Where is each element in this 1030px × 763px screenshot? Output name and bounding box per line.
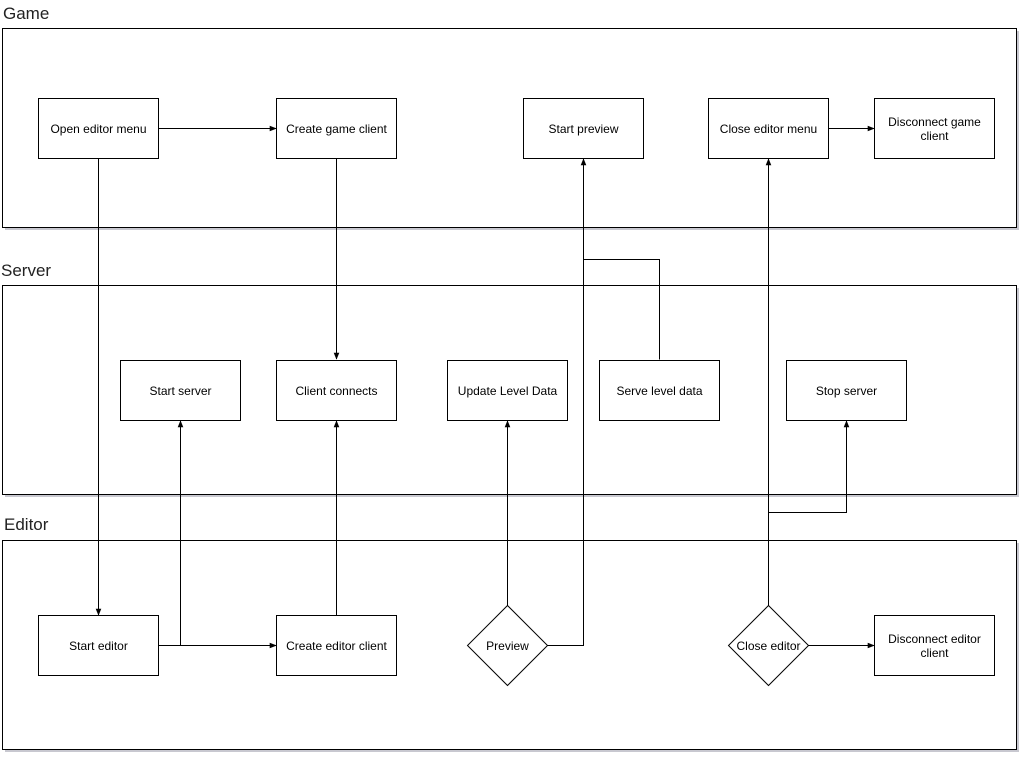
node-label: Stop server <box>816 384 877 398</box>
node-label: Close editor menu <box>720 122 817 136</box>
node-label: Start preview <box>548 122 618 136</box>
node-update-level-data[interactable]: Update Level Data <box>447 360 568 421</box>
node-label: Client connects <box>295 384 377 398</box>
node-label: Start server <box>149 384 211 398</box>
node-label: Create game client <box>286 122 387 136</box>
node-start-editor[interactable]: Start editor <box>38 615 159 676</box>
lane-title-game: Game <box>3 4 49 23</box>
node-label: Open editor menu <box>50 122 146 136</box>
node-label-line-2: client <box>920 129 949 143</box>
node-create-game-client[interactable]: Create game client <box>276 98 397 159</box>
node-label-line-2: client <box>920 646 949 660</box>
node-client-connects[interactable]: Client connects <box>276 360 397 421</box>
node-create-editor-client[interactable]: Create editor client <box>276 615 397 676</box>
node-open-editor-menu[interactable]: Open editor menu <box>38 98 159 159</box>
node-label-line-1: Disconnect game <box>888 115 981 129</box>
node-label: Close editor <box>736 639 800 653</box>
node-label: Create editor client <box>286 639 387 653</box>
node-label: Start editor <box>69 639 128 653</box>
node-label: Update Level Data <box>458 384 558 398</box>
node-start-server[interactable]: Start server <box>120 360 241 421</box>
node-disconnect-game-client[interactable]: Disconnect game client <box>874 98 995 159</box>
edge-close-editor-to-stop-server <box>768 420 850 513</box>
node-preview-decision[interactable]: Preview <box>466 604 549 687</box>
node-disconnect-editor-client[interactable]: Disconnect editor client <box>874 615 995 676</box>
node-close-editor-decision[interactable]: Close editor <box>727 604 810 687</box>
edge-preview-to-start-preview <box>547 158 587 646</box>
node-close-editor-menu[interactable]: Close editor menu <box>708 98 829 159</box>
node-label: Preview <box>486 639 529 653</box>
edge-serve-level-data-to-start-preview <box>583 259 660 360</box>
node-label-line-1: Disconnect editor <box>888 632 981 646</box>
node-label: Serve level data <box>616 384 702 398</box>
node-start-preview[interactable]: Start preview <box>523 98 644 159</box>
node-serve-level-data[interactable]: Serve level data <box>599 360 720 421</box>
node-stop-server[interactable]: Stop server <box>786 360 907 421</box>
edges <box>95 125 875 649</box>
lane-title-editor: Editor <box>4 515 49 534</box>
lane-title-server: Server <box>1 261 51 280</box>
